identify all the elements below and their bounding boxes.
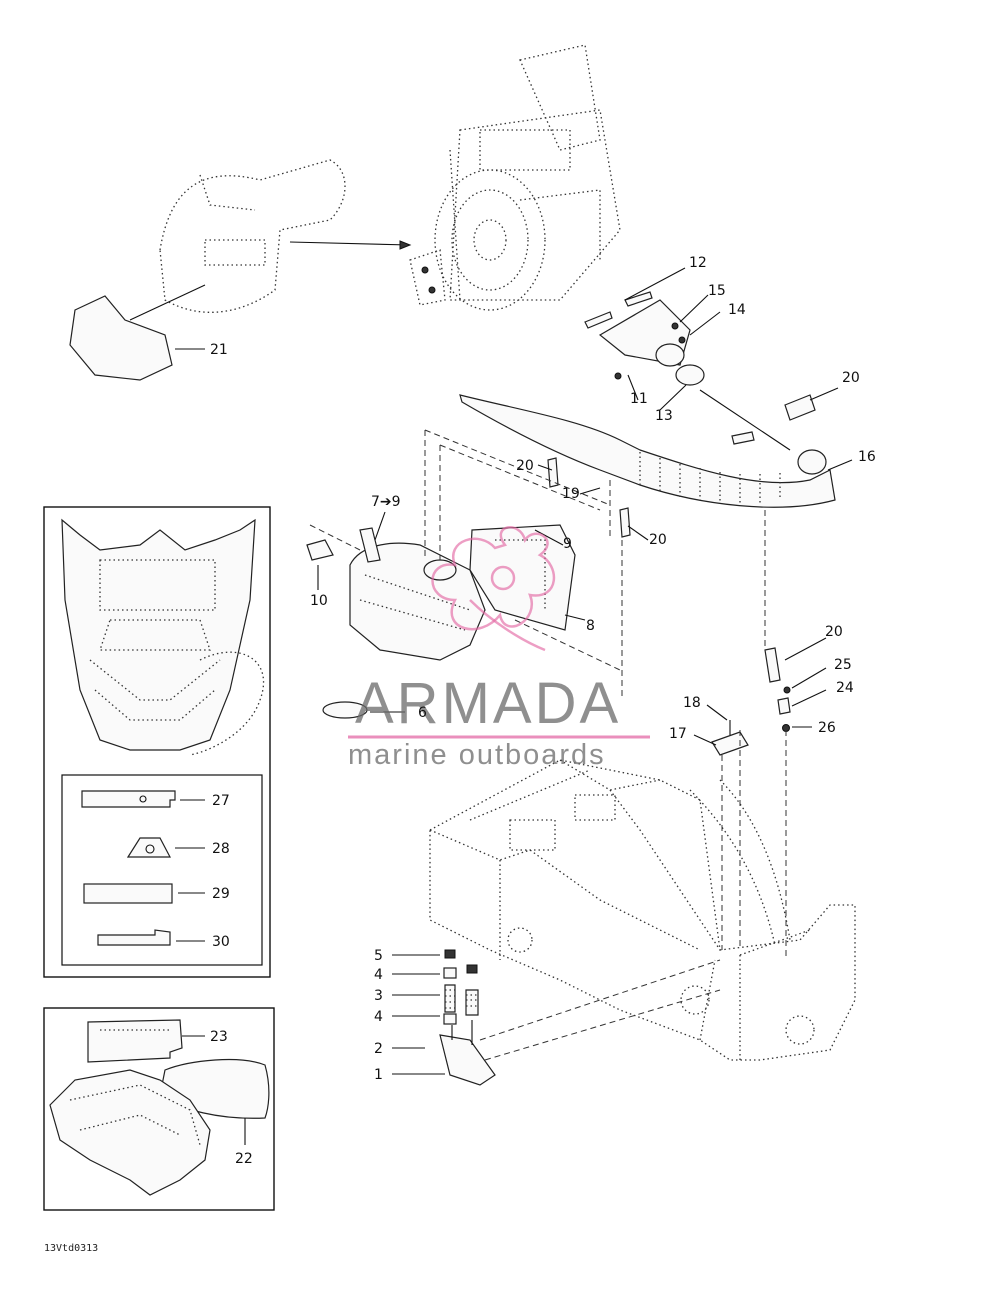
callout-19: 19 [562, 486, 580, 502]
callout-labels: 12 15 14 11 13 20 16 20 19 20 7➔9 9 8 10… [44, 255, 876, 1254]
spring-hanger-illustration [711, 647, 791, 960]
decal-28-shape [126, 837, 171, 858]
callout-3: 3 [374, 988, 383, 1004]
armada-logo: ARMADA marine outboards [348, 526, 650, 771]
callout-20-mid: 20 [649, 532, 667, 548]
callout-leaders [317, 267, 853, 746]
hood-part [61, 518, 256, 751]
callout-20-left: 20 [516, 458, 534, 474]
callout-29: 29 [212, 886, 230, 902]
hood-decal-box [43, 506, 271, 978]
exhaust-illustration [459, 291, 836, 538]
callout-17: 17 [669, 726, 687, 742]
callout-6: 6 [418, 705, 427, 721]
drawing-code: 13Vtd0313 [44, 1243, 98, 1254]
callout-20-right: 20 [825, 624, 843, 640]
exhaust-gasket-ring [675, 364, 705, 386]
callout-1: 1 [374, 1067, 383, 1083]
callout-24: 24 [836, 680, 854, 696]
stopper-assembly-illustration [392, 949, 721, 1086]
callout-9: 9 [563, 536, 572, 552]
belt-guard-illustration [69, 159, 412, 381]
callout-15: 15 [708, 283, 726, 299]
callout-5: 5 [374, 948, 383, 964]
callout-16: 16 [858, 449, 876, 465]
callout-18: 18 [683, 695, 701, 711]
callout-8: 8 [586, 618, 595, 634]
callout-11: 11 [630, 391, 648, 407]
callout-7-to-9: 7➔9 [371, 494, 401, 510]
callout-2: 2 [374, 1041, 383, 1057]
callout-10: 10 [310, 593, 328, 609]
muffler-illustration [306, 429, 766, 719]
callout-13: 13 [655, 408, 673, 424]
callout-28: 28 [212, 841, 230, 857]
callout-30: 30 [212, 934, 230, 950]
chassis-frame-illustration [429, 759, 856, 1061]
callout-25: 25 [834, 657, 852, 673]
watermark-tagline: marine outboards [348, 739, 606, 771]
watermark-brand: ARMADA [355, 671, 621, 736]
stopper-bracket-part [439, 1034, 496, 1086]
panel-23-part [87, 1019, 183, 1063]
decal-30-shape [97, 929, 171, 946]
engine-illustration [409, 44, 621, 311]
callout-26: 26 [818, 720, 836, 736]
grommet-part [322, 701, 368, 719]
decal-29-shape [83, 883, 173, 904]
callout-20-top: 20 [842, 370, 860, 386]
callout-12: 12 [689, 255, 707, 271]
callout-22: 22 [235, 1151, 253, 1167]
callout-21: 21 [210, 342, 228, 358]
heat-shield-part [469, 524, 576, 631]
belt-guard-cover-part [69, 295, 173, 381]
belly-pan-part [49, 1069, 211, 1196]
callout-27: 27 [212, 793, 230, 809]
belly-pan-box [43, 1007, 275, 1211]
callout-4-upper: 4 [374, 967, 383, 983]
callout-14: 14 [728, 302, 746, 318]
callout-4-lower: 4 [374, 1009, 383, 1025]
callout-23: 23 [210, 1029, 228, 1045]
decal-27-shape [81, 790, 176, 808]
tuned-pipe-part [459, 394, 836, 508]
propeller-logo-icon [431, 526, 556, 631]
